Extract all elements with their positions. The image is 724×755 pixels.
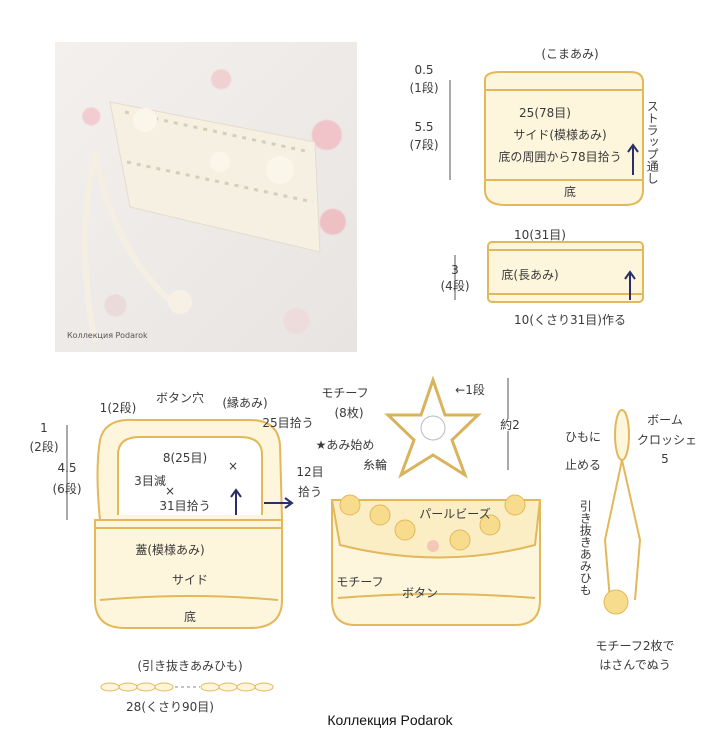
side-height: 5.5 [414,120,434,134]
top-width: 8(25目) [162,451,208,465]
stop-label-1: ひもに [564,430,602,444]
button-label: ボタン [401,586,439,600]
side-width: 25(78目) [519,106,571,120]
pom-label-2: クロッシェ [636,433,698,447]
strap-loop [614,409,630,461]
sew-label-1: モチーフ2枚で [595,639,675,653]
bottom-chain: 10(くさり31目)作る [514,313,626,327]
chain-length: 28(くさり90目) [126,700,214,714]
pick31-label: 31目拾う [159,499,211,513]
left-rows-1: (2段) [29,440,59,454]
rim-rows: (1段) [409,81,439,95]
strap-flower [603,589,629,615]
body-shape [94,519,283,629]
sew-label-2: はさんでぬう [599,658,671,672]
side-rows: (7段) [409,138,439,152]
side-bottom: 底 [563,185,577,199]
left-height-2: 4.5 [57,461,77,475]
lid-label: 蓋(模様あみ) [135,543,205,557]
side-piece-shape [484,71,644,206]
edging-label: (縁あみ) [222,396,268,410]
caption: Коллекция Podarok [327,712,453,728]
strap-cord [603,459,642,601]
bottom-rows: (4段) [440,279,470,293]
bag-illustration [82,101,321,343]
bottom-height: 3 [451,263,459,277]
bottom-width: 10(31目) [514,228,566,242]
bag-motif-label: モチーフ [336,575,384,589]
bag-photo: Коллекция Podarok [55,42,357,352]
stop-label-2: 止める [564,458,602,472]
x-mark-right: × [227,459,239,473]
beads-label: パールビーズ [419,507,491,521]
motif-start: ★あみ始め [315,438,375,452]
edge-width: 1(2段) [99,401,137,415]
bottom-piece-shape [487,241,644,303]
chain-cord-drawing [100,682,274,692]
rim-height: 0.5 [414,63,434,77]
motif-diagram [384,375,482,479]
pom-label-1: ボーム [647,413,683,427]
left-height-1: 1 [40,421,48,435]
photo-credit: Коллекция Podarok [67,331,148,340]
chain-title: (引き抜きあみひも) [137,659,243,673]
pick25-label: 25目拾う [262,416,314,430]
side-name: サイド(模様あみ) [513,128,607,142]
decrease-label: 3目減 [134,474,166,488]
left-rows-2: (6段) [52,482,82,496]
bottom-name: 底(長あみ) [501,268,559,282]
side-pickup: 底の周囲から78目拾う [498,150,622,164]
button-shape [427,540,439,552]
strap-cord-label: 引き抜きあみひも [578,500,593,596]
motif-size: 約2 [500,418,520,432]
flap-side-label: サイド [171,573,209,587]
motif-count: (8枚) [334,406,364,420]
motif-title: モチーフ [321,386,369,400]
motif-ring: 糸輪 [362,458,388,472]
x-mark-left: × [164,484,176,498]
strap-hole-label: ストラップ通し [645,100,660,184]
pick12b-label: 拾う [297,485,323,499]
rim-label: (こまあみ) [541,47,599,61]
pick12a-label: 12目 [296,465,324,479]
pom-label-3: 5 [661,452,669,466]
buttonhole-label: ボタン穴 [155,391,205,405]
flap-bottom-label: 底 [183,610,197,624]
motif-row: ←1段 [455,383,485,397]
